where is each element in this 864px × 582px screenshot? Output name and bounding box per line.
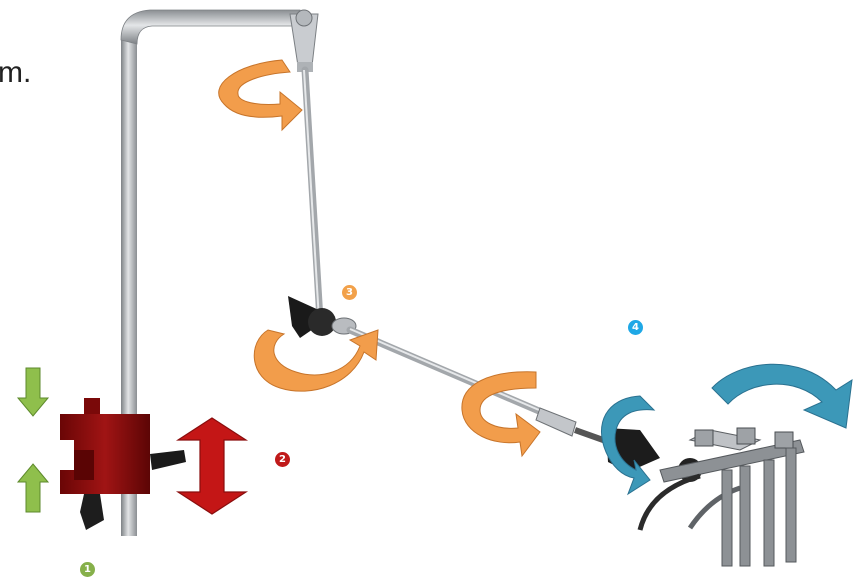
marker-2-badge: 2	[275, 452, 290, 467]
orange-rotate-arrow-lower-icon	[462, 372, 540, 456]
red-double-arrow-icon	[178, 418, 246, 514]
marker-3-badge: 3	[342, 285, 357, 300]
retractor-frame	[640, 428, 804, 566]
green-arrow-up-icon	[18, 464, 48, 512]
orange-rotate-arrow-top-icon	[219, 60, 302, 130]
orange-rotate-arrow-middle-icon	[254, 330, 378, 391]
marker-4-badge: 4	[628, 320, 643, 335]
upper-joint	[290, 10, 318, 72]
green-arrow-down-icon	[18, 368, 48, 416]
blue-rotate-arrow-large-icon	[712, 364, 852, 428]
marker-1-badge: 1	[80, 562, 95, 577]
